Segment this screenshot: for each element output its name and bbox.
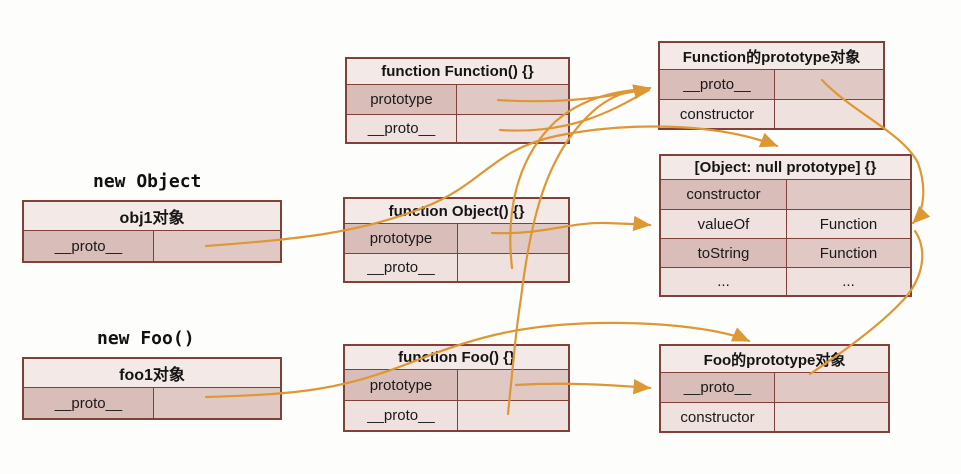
row-label: __proto__ — [345, 401, 458, 430]
row-label: __proto__ — [24, 388, 154, 418]
table-row: __proto__ — [347, 114, 568, 142]
row-label: ... — [661, 268, 787, 295]
table-row: prototype — [345, 224, 568, 253]
row-value — [154, 388, 280, 418]
table-title: function Foo() {} — [345, 346, 568, 370]
row-value: Function — [819, 215, 878, 233]
table-row: constructor — [660, 99, 883, 128]
table-row: constructor — [661, 180, 910, 209]
row-label: valueOf — [661, 210, 787, 238]
row-value — [775, 373, 888, 402]
table-row: __proto__ — [345, 253, 568, 281]
table-row: __proto__ — [345, 400, 568, 430]
table-row: toString Function — [661, 238, 910, 267]
table-title: foo1对象 — [24, 359, 280, 388]
row-label: constructor — [661, 403, 775, 431]
table-obj1: obj1对象 __proto__ — [22, 200, 282, 263]
row-value — [775, 70, 883, 99]
row-value — [458, 370, 568, 400]
row-value — [775, 100, 883, 128]
row-value: ... — [842, 273, 855, 290]
table-row: prototype — [347, 85, 568, 114]
table-row: constructor — [661, 402, 888, 431]
row-label: prototype — [345, 370, 458, 400]
table-row: ... ... — [661, 267, 910, 295]
table-title: Foo的prototype对象 — [661, 346, 888, 373]
row-label: __proto__ — [24, 231, 154, 261]
row-label: constructor — [660, 100, 775, 128]
row-label: prototype — [347, 85, 457, 114]
table-title: function Object() {} — [345, 199, 568, 224]
table-foo-prototype-obj: Foo的prototype对象 __proto__ constructor — [659, 344, 890, 433]
table-function-object: function Object() {} prototype __proto__ — [343, 197, 570, 283]
row-value — [457, 85, 568, 114]
table-row: prototype — [345, 370, 568, 400]
table-function-function: function Function() {} prototype __proto… — [345, 57, 570, 144]
row-label: toString — [661, 239, 787, 267]
row-label: __proto__ — [345, 254, 458, 281]
row-label: __proto__ — [660, 70, 775, 99]
table-title: obj1对象 — [24, 202, 280, 231]
row-label: constructor — [661, 180, 787, 209]
table-title: Function的prototype对象 — [660, 43, 883, 70]
table-function-prototype-obj: Function的prototype对象 __proto__ construct… — [658, 41, 885, 130]
row-value: Function — [787, 239, 910, 267]
table-row: valueOf Function — [661, 209, 910, 238]
row-value — [458, 224, 568, 253]
row-value — [775, 403, 888, 431]
new-foo-label: new Foo() — [97, 328, 195, 349]
row-value — [787, 180, 910, 209]
table-object-null-prototype: [Object: null prototype] {} constructor … — [659, 154, 912, 297]
table-foo1: foo1对象 __proto__ — [22, 357, 282, 420]
table-row: __proto__ — [660, 70, 883, 99]
table-function-foo: function Foo() {} prototype __proto__ — [343, 344, 570, 432]
row-value — [458, 254, 568, 281]
table-row: __proto__ — [661, 373, 888, 402]
table-row: __proto__ — [24, 388, 280, 418]
row-label: __proto__ — [661, 373, 775, 402]
table-title: function Function() {} — [347, 59, 568, 85]
table-title: [Object: null prototype] {} — [661, 156, 910, 180]
table-row: __proto__ — [24, 231, 280, 261]
row-value — [457, 115, 568, 142]
row-label: __proto__ — [347, 115, 457, 142]
row-label: prototype — [345, 224, 458, 253]
row-value — [154, 231, 280, 261]
row-value — [458, 401, 568, 430]
new-object-label: new Object — [93, 171, 202, 192]
